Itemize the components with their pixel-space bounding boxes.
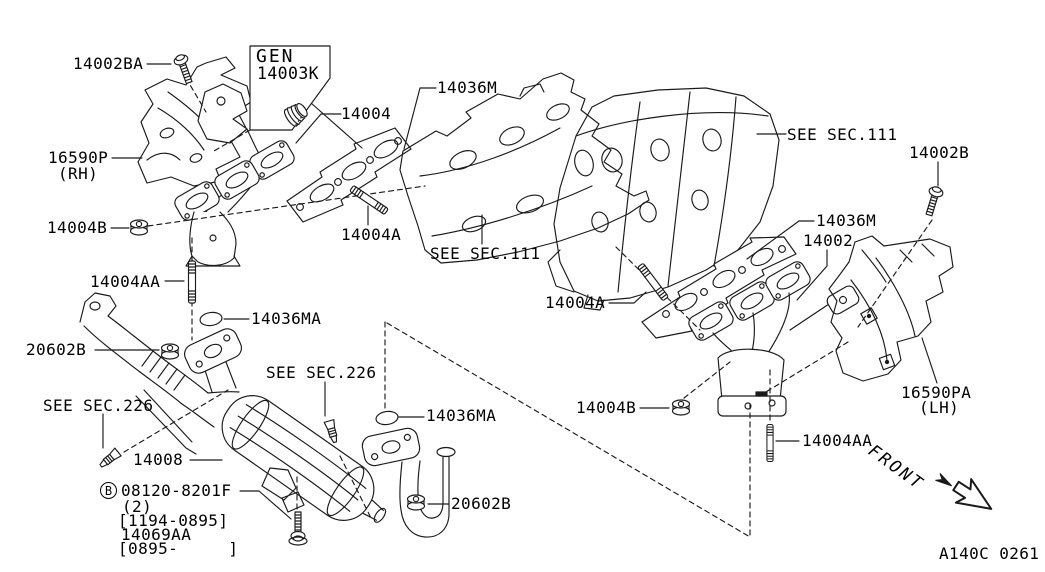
oxygen-sensor-right-icon [323, 419, 341, 445]
cylinder-head-left-drawing [399, 72, 650, 264]
callout-14036m-left: 14036M [437, 78, 498, 97]
callout-14004b-left: 14004B [47, 218, 108, 237]
callout-16590p: 16590P [48, 148, 109, 167]
callout-16590pa-side: (LH) [919, 398, 960, 417]
callout-bolt-ref-range1: [1194-0895] [118, 511, 229, 530]
circled-b-marker: B [100, 482, 117, 499]
engine-block-drawing [547, 87, 780, 311]
gen-reference-box [249, 45, 331, 131]
rear-flange-icon [359, 425, 423, 469]
callout-14004aa-left: 14004AA [90, 272, 161, 291]
callout-14008: 14008 [133, 450, 184, 469]
gen-box-title: GEN [256, 46, 295, 67]
callout-14036ma-left: 14036MA [251, 309, 322, 328]
stud-14004a-left-icon [349, 184, 389, 216]
front-pipe-assembly-drawing [79, 292, 456, 538]
callout-14004aa-right: 14004AA [802, 431, 873, 450]
callout-see-sec-111-right: SEE SEC.111 [787, 125, 898, 144]
callout-14002ba: 14002BA [73, 54, 144, 73]
callout-leader-lines [94, 63, 939, 520]
lh-heat-shield-drawing [828, 235, 954, 382]
callout-14004a-left: 14004A [341, 225, 402, 244]
bolt-08120-icon [288, 511, 308, 546]
nut-20602b-bottom-icon [406, 494, 426, 511]
front-flange-icon [180, 324, 246, 378]
gen-box-part: 14003K [257, 64, 320, 83]
ring-14036ma-left-icon [198, 310, 224, 328]
rh-manifold-drawing [171, 83, 298, 267]
callout-bolt-ref-number: 08120-8201F [121, 481, 232, 500]
nut-14004b-left-icon [129, 219, 149, 236]
callout-20602b-bottom: 20602B [451, 494, 512, 513]
fastener-glyphs [97, 52, 945, 546]
front-direction-arrow [935, 473, 993, 510]
callout-14004b-right: 14004B [576, 398, 637, 417]
stud-14004aa-left-icon [187, 260, 197, 304]
callout-14002b: 14002B [909, 143, 970, 162]
callout-see-sec-111-center: SEE SEC.111 [430, 244, 541, 263]
nut-20602b-left-icon [160, 343, 180, 360]
bolt-14002b-icon [921, 184, 945, 218]
ring-14036ma-right-icon [374, 409, 400, 427]
callout-14004: 14004 [341, 104, 392, 123]
callout-14036ma-right: 14036MA [426, 406, 497, 425]
callout-20602b-left: 20602B [26, 340, 87, 359]
drawing-code: A140C 0261 [939, 544, 1040, 563]
callout-bolt-ref-range2: [0895- ] [118, 539, 239, 558]
callout-bolt-ref-qty: (2) [122, 497, 153, 516]
manifold-gasket-left-drawing [286, 127, 412, 223]
callout-16590p-side: (RH) [58, 164, 99, 183]
callout-14069aa: 14069AA [121, 525, 192, 544]
bolt-14002ba-icon [172, 52, 197, 86]
nut-14004b-right-icon [671, 399, 691, 416]
callout-14004a-right: 14004A [545, 293, 606, 312]
oxygen-sensor-left-icon [97, 447, 122, 471]
callout-14036m-right: 14036M [816, 211, 877, 230]
callout-16590pa: 16590PA [901, 383, 972, 402]
stud-14004aa-right-icon [766, 424, 774, 462]
callout-see-sec-226-upper: SEE SEC.226 [266, 363, 377, 382]
callout-14002: 14002 [803, 231, 854, 250]
callout-see-sec-226-lower: SEE SEC.226 [43, 396, 154, 415]
assembly-dashed-lines [123, 77, 933, 538]
